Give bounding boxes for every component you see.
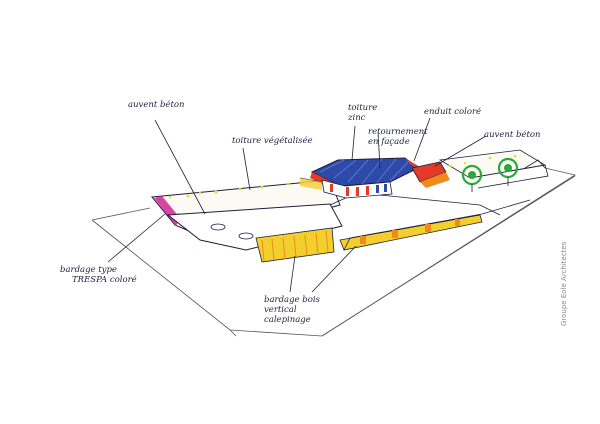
label-retournement-line1: retournement [368, 127, 428, 137]
label-toiture-zinc-line1: toiture [348, 103, 378, 113]
wood-cladding-block [255, 227, 335, 263]
label-bardage-bois-line2: vertical [264, 304, 297, 315]
label-toiture-zinc: toiture zinc [348, 103, 378, 124]
label-toiture-vegetalisee: toiture végétalisée [232, 136, 313, 146]
label-bardage-bois: bardage bois vertical calepinage [264, 295, 320, 325]
label-bardage-bois-line3: calepinage [264, 314, 311, 325]
tree-left [461, 164, 483, 192]
leader-lines [107, 117, 487, 293]
tree-right [497, 157, 519, 186]
coloured-render-block [411, 161, 450, 188]
label-bardage-trespa-line2: TRESPA coloré [72, 274, 137, 285]
label-bardage-trespa: bardage type TRESPA coloré [60, 265, 137, 286]
label-retournement: retournement en façade [368, 127, 428, 148]
label-bardage-bois-line1: bardage bois [264, 295, 320, 305]
right-wing [438, 149, 549, 192]
label-bardage-trespa-line1: bardage type [60, 265, 117, 275]
label-enduit-colore: enduit coloré [424, 107, 482, 117]
label-auvent-beton-left: auvent béton [128, 100, 185, 110]
south-facade-strip [339, 199, 531, 251]
label-retournement-line2: en façade [368, 136, 410, 147]
label-auvent-beton-right: auvent béton [484, 130, 541, 140]
architect-credit: Groupe Eole Architectes [560, 241, 568, 326]
zinc-building-facade [299, 177, 393, 199]
label-toiture-zinc-line2: zinc [348, 112, 366, 123]
courtyard-edge [329, 194, 501, 216]
site-ground-outline [91, 167, 577, 337]
